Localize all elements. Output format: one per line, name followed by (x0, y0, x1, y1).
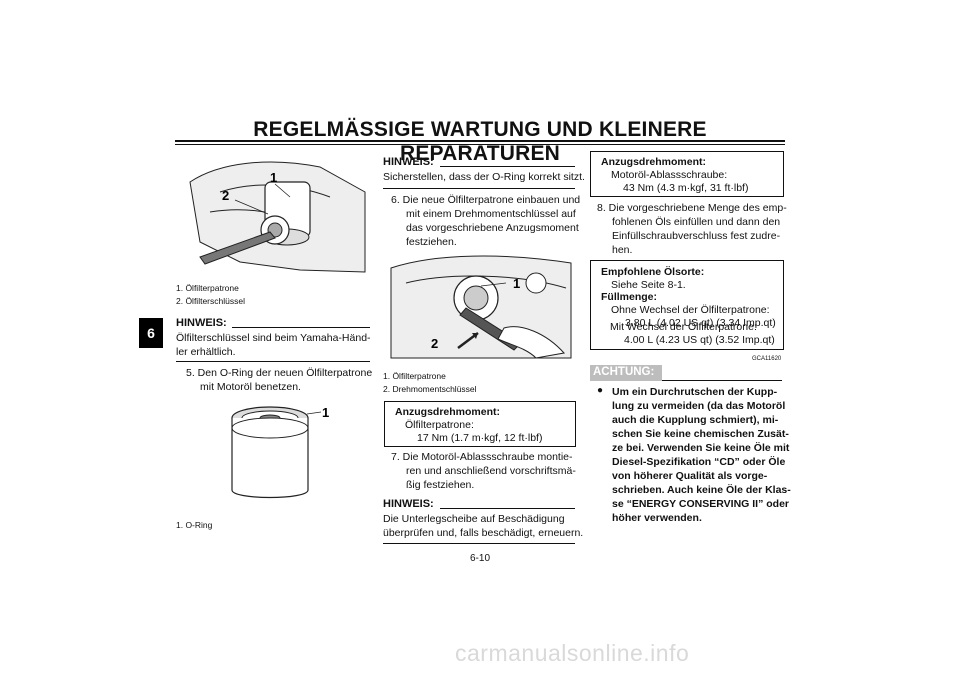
achtung-rule (662, 380, 782, 381)
step-8-line3: Einfüllschraubverschluss fest zudre- (612, 230, 781, 242)
oil-box-line4-shown: Mit Wechsel der Ölfilterpatrone: (610, 321, 757, 333)
torque-box-title: Anzugsdrehmoment: (395, 406, 500, 418)
step-6-line1: 6. Die neue Ölfilterpatrone einbauen und (391, 194, 581, 206)
oil-box-title2: Füllmenge: (601, 291, 658, 303)
hinweis-end-rule-3 (383, 543, 575, 544)
hinweis-text-3b: überprüfen und, falls beschädigt, erneue… (383, 527, 584, 539)
torque-box-value: 17 Nm (1.7 m·kgf, 12 ft·lbf) (417, 432, 543, 444)
hinweis-text-2: Sicherstellen, dass der O-Ring korrekt s… (383, 171, 585, 183)
achtung-line-2: lung zu vermeiden (da das Motoröl (612, 400, 786, 412)
oil-filter-wrench-illustration: 1 2 (180, 152, 370, 277)
oil-box-line2: Ohne Wechsel der Ölfilterpatrone: (611, 304, 770, 316)
reference-code: GCA11620 (752, 356, 782, 362)
step-8-line1: 8. Die vorgeschriebene Menge des emp- (597, 202, 787, 214)
torque-box-item: Ölfilterpatrone: (405, 419, 474, 431)
step-7-line2: ren und anschließend vorschriftsmä- (406, 465, 576, 477)
hinweis-label-1: HINWEIS: (176, 317, 227, 329)
oil-box-line5: 4.00 L (4.23 US qt) (3.52 Imp.qt) (624, 334, 775, 346)
step-6-line4: festziehen. (406, 236, 457, 248)
hinweis-end-rule-1 (176, 361, 370, 362)
figure-o-ring: 1 (225, 398, 340, 508)
oil-spec-box: Empfohlene Ölsorte: Siehe Seite 8-1. Fül… (590, 260, 784, 350)
step-5-line2: mit Motoröl benetzen. (200, 381, 301, 393)
fig3-caption-1: 1. Ölfilterpatrone (383, 371, 446, 381)
torque-box-title-2: Anzugsdrehmoment: (601, 156, 706, 168)
achtung-line-6: Diesel-Spezifikation “CD” oder Öle (612, 456, 786, 468)
oil-box-title1: Empfohlene Ölsorte: (601, 266, 705, 278)
achtung-line-3: auch die Kupplung schmiert), mi- (612, 414, 779, 426)
step-5-line1: 5. Den O-Ring der neuen Ölfilterpatrone (186, 367, 373, 379)
oil-box-line3: 3.80 L (4.02 US qt) (3.34 Imp.qt) (625, 317, 776, 329)
figure-torque-wrench: 1 2 (386, 253, 576, 363)
achtung-bullet: ● (597, 385, 604, 396)
step-8-line4: hen. (612, 244, 633, 256)
fig2-callout-1: 1 (322, 405, 329, 420)
hinweis-label-3: HINWEIS: (383, 498, 434, 510)
achtung-line-1: Um ein Durchrutschen der Kupp- (612, 386, 778, 398)
step-8-line2: fohlenen Öls einfüllen und dann den (612, 216, 781, 228)
fig3-callout-2: 2 (431, 336, 438, 351)
achtung-label-box: ACHTUNG: (590, 365, 662, 381)
hinweis-text-1a: Ölfilterschlüssel sind beim Yamaha-Händ- (176, 332, 371, 344)
achtung-line-8: schrieben. Auch keine Öle der Klas- (612, 484, 791, 496)
page-title: REGELMÄSSIGE WARTUNG UND KLEINERE REPARA… (253, 118, 707, 165)
fig1-callout-1: 1 (270, 170, 277, 185)
torque-wrench-illustration: 1 2 (390, 255, 572, 359)
step-7-line3: ßig festziehen. (406, 479, 475, 491)
step-6-line2: mit einem Drehmomentschlüssel auf (406, 208, 576, 220)
fig3-caption-2: 2. Drehmomentschlüssel (383, 384, 477, 394)
hinweis-text-3a: Die Unterlegscheibe auf Beschädigung (383, 513, 565, 525)
achtung-line-5: ze bei. Verwenden Sie keine Öle mit (612, 442, 790, 454)
hinweis-rule-1 (232, 327, 370, 328)
fig1-callout-2: 2 (222, 188, 229, 203)
chapter-tab: 6 (139, 318, 163, 348)
achtung-line-7: von höherer Qualität als vorge- (612, 470, 768, 482)
hinweis-label-2: HINWEIS: (383, 156, 434, 168)
achtung-label: ACHTUNG: (593, 366, 655, 378)
title-rule (175, 140, 785, 142)
page-number: 6-10 (469, 553, 490, 564)
oil-box-line1: Siehe Seite 8-1. (611, 279, 686, 291)
torque-box-value-2: 43 Nm (4.3 m·kgf, 31 ft·lbf) (623, 182, 749, 194)
figure-oil-filter-wrench: 1 2 (180, 152, 370, 277)
achtung-line-9: se “ENERGY CONSERVING II” oder (612, 498, 789, 510)
hinweis-end-rule-2 (383, 188, 575, 189)
step-7-line1: 7. Die Motoröl-Ablassschraube montie- (391, 451, 573, 463)
fig3-callout-1: 1 (513, 276, 520, 291)
fig2-caption: 1. O-Ring (176, 520, 213, 530)
title-rule-thin (175, 144, 785, 145)
torque-box-oil-filter: Anzugsdrehmoment: Ölfilterpatrone: 17 Nm… (384, 401, 576, 447)
fig1-caption-2: 2. Ölfilterschlüssel (176, 296, 245, 306)
hinweis-rule-2 (440, 166, 575, 167)
fig1-caption-1: 1. Ölfilterpatrone (176, 283, 239, 293)
torque-box-drain-bolt: Anzugsdrehmoment: Motoröl-Ablassschraube… (590, 151, 784, 197)
oil-filter-cartridge-illustration: 1 (231, 405, 329, 499)
hinweis-rule-3 (440, 508, 575, 509)
watermark: carmanualsonline.info (455, 640, 690, 666)
achtung-line-4: schen Sie keine chemischen Zusät- (612, 428, 789, 440)
step-6-line3: das vorgeschriebene Anzugsmoment (406, 222, 579, 234)
achtung-line-10: höher verwenden. (612, 512, 702, 524)
torque-box-item-2: Motoröl-Ablassschraube: (611, 169, 728, 181)
hinweis-text-1b: ler erhältlich. (176, 346, 236, 358)
